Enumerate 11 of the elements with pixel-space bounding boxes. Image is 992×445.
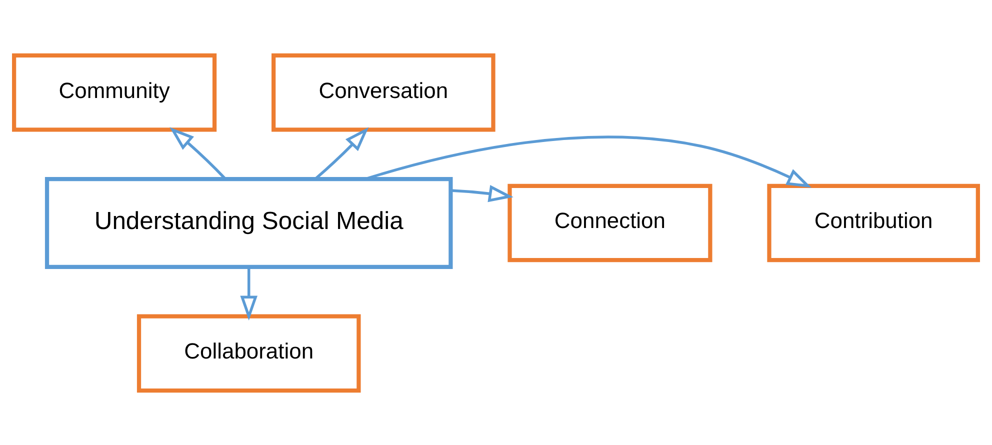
arrow [314,126,369,180]
node-box: Contribution [767,183,980,262]
arrow [450,184,514,202]
node-box: Collaboration [136,314,361,392]
arrow [240,266,258,320]
node-box: Community [12,52,217,132]
node-box: Connection [508,183,712,262]
arrow [365,135,812,188]
node-box: Conversation [272,52,496,132]
node-box: Understanding Social Media [44,176,453,268]
arrow [170,126,226,180]
